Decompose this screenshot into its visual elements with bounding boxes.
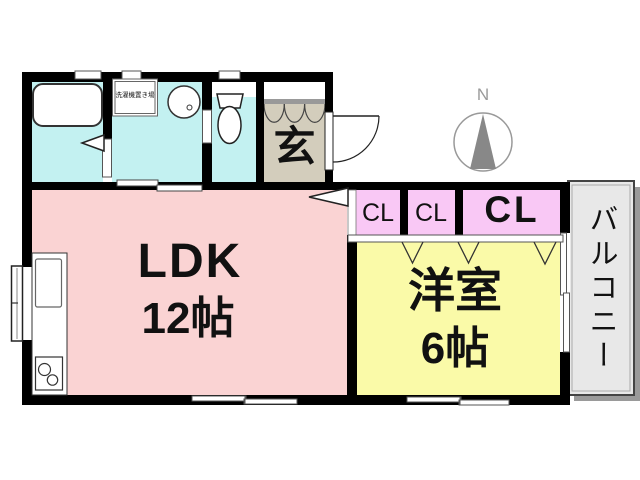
- washer-pan-icon: [112, 78, 158, 117]
- entrance-closet-band: [264, 82, 325, 99]
- ldk-floor: [32, 190, 347, 395]
- wall-ldk-western: [347, 235, 357, 405]
- entrance-shelf-bar: [264, 99, 325, 104]
- closet-label-2: CL: [415, 199, 447, 227]
- stove-burner-2: [46, 374, 59, 386]
- closet-label-3: CL: [484, 189, 540, 230]
- vent-window-wash: [121, 70, 142, 80]
- ldk-window-panel-a: [191, 395, 247, 402]
- bathtub-icon: [32, 83, 103, 127]
- washbasin-icon: [167, 85, 201, 119]
- compass: [453, 112, 513, 172]
- washroom-slide-panel-a: [116, 179, 159, 187]
- compass-north-arrow: [470, 114, 496, 169]
- entrance-door-arc: [332, 115, 380, 163]
- toilet-tank-icon: [216, 93, 244, 109]
- east-window-panel-b: [563, 292, 570, 353]
- entrance-closet-arcs: [263, 103, 326, 123]
- kitchen-sink-icon: [34, 258, 63, 308]
- western-room-floor: [357, 235, 560, 395]
- western-room-label: 洋室: [408, 264, 502, 317]
- western-window-panel-b: [458, 399, 510, 406]
- western-window-panel-a: [406, 396, 462, 403]
- balcony-inner-line: [571, 184, 631, 392]
- wall-closet-top: [333, 182, 570, 190]
- wall-bath-wash: [103, 82, 112, 140]
- wall-top: [22, 72, 333, 82]
- entrance-floor: [264, 99, 325, 182]
- closet-fold-marks: [401, 241, 557, 266]
- stove-burner-1: [37, 362, 52, 377]
- closet-left-track: [347, 189, 357, 236]
- wall-left: [22, 72, 32, 405]
- vent-window-toilet: [218, 70, 241, 80]
- western-room-size-label: 6帖: [420, 324, 490, 373]
- fixtures: [31, 78, 244, 396]
- entrance-label: 玄: [273, 123, 316, 170]
- washer-pan-inner: [114, 81, 156, 114]
- washer-area-label: 洗濯機置き場: [115, 92, 155, 99]
- openings: [10, 70, 570, 406]
- bathroom-door: [102, 138, 112, 178]
- washroom-slide-panel-b: [156, 184, 203, 192]
- washbasin-drain: [186, 104, 193, 111]
- wall-toilet-entrance: [256, 82, 264, 182]
- wall-closet-partition-2: [455, 190, 463, 235]
- ldk-entry-triangle: [308, 187, 349, 207]
- bathroom-door-triangle: [79, 133, 105, 153]
- ldk-label: LDK: [137, 235, 243, 288]
- vent-window-bath: [74, 70, 102, 80]
- closet-row-floor: [348, 190, 560, 235]
- toilet-door: [202, 109, 212, 144]
- balcony-floor: [567, 180, 635, 396]
- wall-closet-partition-1: [400, 190, 408, 235]
- closet-bottom-track: [347, 234, 564, 243]
- balcony-label: バルコニー: [585, 204, 617, 374]
- left-wall-gap: [22, 267, 32, 340]
- entrance-door-opening: [324, 111, 334, 171]
- closet-label-1: CL: [362, 199, 394, 227]
- toilet-bowl-icon: [217, 105, 242, 145]
- ldk-window-panel-b: [243, 398, 298, 405]
- compass-north-label: N: [476, 85, 490, 104]
- ldk-size-label: 12帖: [141, 294, 235, 343]
